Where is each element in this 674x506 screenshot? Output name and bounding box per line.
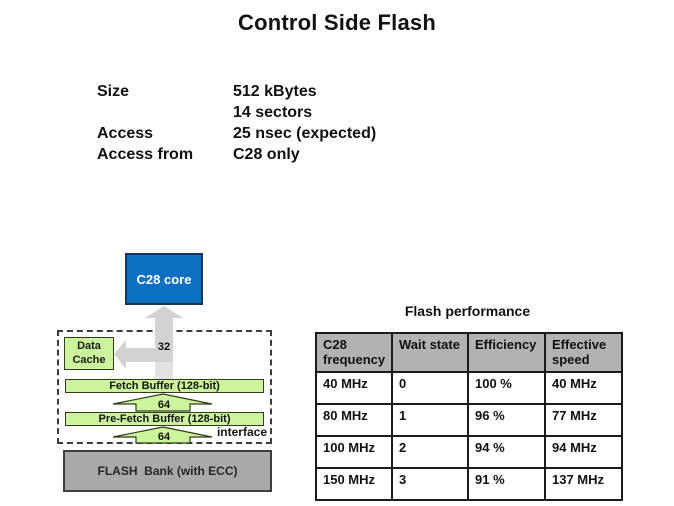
cell-frequency: 40 MHz xyxy=(315,371,393,405)
table-row: 40 MHz 0 100 % 40 MHz xyxy=(315,371,623,405)
cell-frequency: 80 MHz xyxy=(315,403,393,437)
spec-label-access-from: Access from xyxy=(97,146,194,163)
flash-bank-box: FLASH Bank (with ECC) xyxy=(63,450,272,492)
flash-performance-title: Flash performance xyxy=(404,303,531,319)
c28-core-box: C28 core xyxy=(125,253,203,305)
bus-arrows-layer: 32 64 64 xyxy=(112,306,213,444)
cell-wait-state: 3 xyxy=(391,467,469,501)
bus-arrow-to-core xyxy=(114,306,183,379)
spec-row: Access from C28 only xyxy=(97,144,376,165)
cell-frequency: 100 MHz xyxy=(315,435,393,469)
column-header-effective-speed: Effective speed xyxy=(544,332,623,373)
cell-efficiency: 96 % xyxy=(467,403,546,437)
spec-value-size: 512 kBytes xyxy=(233,83,317,100)
bus-arrow-lower-segment xyxy=(155,362,173,379)
spec-label-blank xyxy=(97,102,233,123)
table-row: 150 MHz 3 91 % 137 MHz xyxy=(315,467,623,501)
data-cache-box: Data Cache xyxy=(64,337,114,370)
cell-effective-speed: 40 MHz xyxy=(544,371,623,405)
spec-row: Access 25 nsec (expected) xyxy=(97,123,376,144)
column-header-wait-state: Wait state xyxy=(391,332,469,373)
cell-effective-speed: 137 MHz xyxy=(544,467,623,501)
spec-label-size: Size xyxy=(97,83,130,100)
spec-row: Size 512 kBytes xyxy=(97,81,376,102)
pre-fetch-buffer-box: Pre-Fetch Buffer (128-bit) xyxy=(65,412,264,426)
cell-efficiency: 91 % xyxy=(467,467,546,501)
cell-efficiency: 94 % xyxy=(467,435,546,469)
cell-wait-state: 1 xyxy=(391,403,469,437)
interface-label: interface xyxy=(216,425,267,439)
bus-arrow-flash-to-prefetch xyxy=(112,426,213,444)
bus-width-32-label: 32 xyxy=(158,341,170,353)
cell-effective-speed: 94 MHz xyxy=(544,435,623,469)
cell-effective-speed: 77 MHz xyxy=(544,403,623,437)
spec-row: 14 sectors xyxy=(97,102,376,123)
bus-width-64-label: 64 xyxy=(158,399,171,411)
spec-value-access-from: C28 only xyxy=(233,146,300,163)
data-cache-label-line2: Cache xyxy=(72,353,106,366)
cell-efficiency: 100 % xyxy=(467,371,546,405)
spec-value-sectors: 14 sectors xyxy=(233,104,313,121)
cell-wait-state: 2 xyxy=(391,435,469,469)
bus-width-64-label: 64 xyxy=(158,431,171,443)
flash-performance-table: C28 frequency Wait state Efficiency Effe… xyxy=(315,332,623,501)
data-cache-label-line1: Data xyxy=(77,339,101,352)
column-header-efficiency: Efficiency xyxy=(467,332,546,373)
spec-label-access: Access xyxy=(97,125,154,142)
cell-wait-state: 0 xyxy=(391,371,469,405)
spec-value-access: 25 nsec (expected) xyxy=(233,125,377,142)
page-title: Control Side Flash xyxy=(238,10,436,35)
table-header-row: C28 frequency Wait state Efficiency Effe… xyxy=(315,332,623,373)
flash-architecture-diagram: 32 64 64 C28 core Data Cache Fetch Buffe… xyxy=(50,250,290,500)
table-row: 80 MHz 1 96 % 77 MHz xyxy=(315,403,623,437)
table-row: 100 MHz 2 94 % 94 MHz xyxy=(315,435,623,469)
spec-list: Size 512 kBytes 14 sectors Access 25 nse… xyxy=(97,81,376,165)
column-header-frequency: C28 frequency xyxy=(315,332,393,373)
fetch-buffer-box: Fetch Buffer (128-bit) xyxy=(65,379,264,393)
bus-arrow-prefetch-to-fetch xyxy=(112,393,213,412)
cell-frequency: 150 MHz xyxy=(315,467,393,501)
